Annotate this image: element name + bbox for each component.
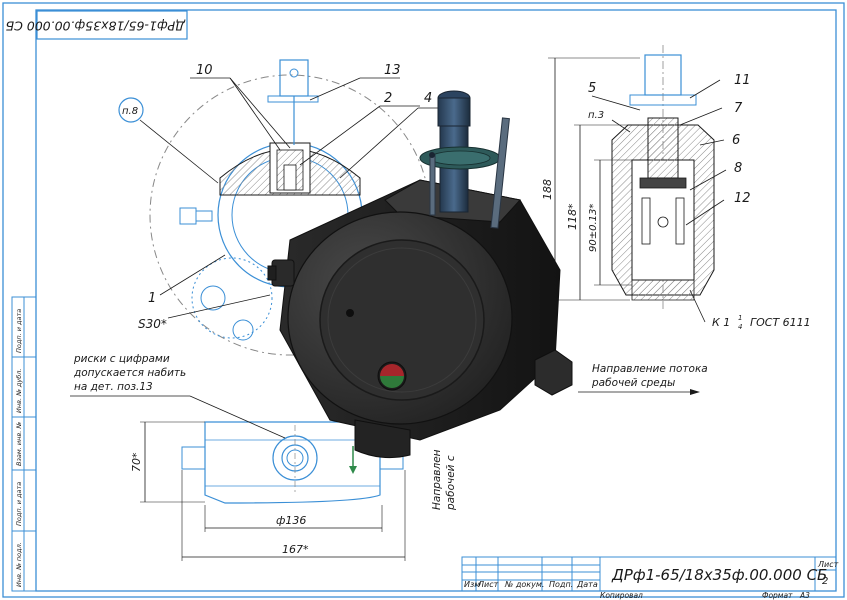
marking-note: риски с цифрами допускается набить на де…: [73, 353, 186, 393]
thread-label: К 1 1 4 ГОСТ 6111: [712, 314, 811, 331]
mirrored-stamp: ДРф1-65/18х35ф.00.000 СБ: [6, 10, 188, 40]
left-callout-leaders: [190, 77, 440, 179]
callout-4: 4: [424, 91, 432, 106]
flow-label-line1: Направление потока: [592, 363, 708, 375]
bottom-plan-view: [70, 395, 406, 561]
dim-188: 188: [541, 179, 554, 200]
tb-col-date: Дата: [576, 580, 598, 589]
tb-col-sign: Подп.: [549, 580, 573, 589]
cover-plate: [319, 239, 485, 401]
thread-frac-num: 1: [738, 314, 742, 322]
dim-s30: S30*: [138, 317, 167, 331]
thread-standard: ГОСТ 6111: [750, 316, 811, 329]
side-strip-label-2: Подп. и дата: [15, 482, 23, 526]
callout-12: 12: [734, 191, 751, 206]
right-nut: [534, 349, 573, 396]
callout-7: 7: [734, 101, 743, 116]
flow-direction-right: [578, 389, 700, 395]
tb-copied: Копировал: [600, 591, 643, 600]
view-label-p8: п.8: [122, 106, 138, 117]
dim-118: 118*: [566, 203, 579, 230]
dim-136: ф136: [276, 514, 306, 527]
dim-70: 70*: [130, 452, 143, 472]
handle-assembly: [419, 90, 510, 229]
callout-5: 5: [588, 81, 596, 96]
tb-col-doc: № докум.: [504, 580, 544, 589]
view-label-p3: п.3: [588, 110, 604, 121]
tb-format-label: Формат: [762, 591, 793, 600]
callout-11: 11: [734, 73, 751, 88]
regulator-3d-render: [267, 90, 573, 474]
tb-format-value: А3: [799, 591, 810, 600]
tb-sheet-label: Лист: [817, 560, 839, 569]
side-strip-label-3: Взам. инв. №: [15, 422, 23, 466]
flow-label-line2: рабочей среды: [591, 377, 675, 389]
bottom-spout: [354, 419, 411, 459]
tb-designation: ДРф1-65/18х35ф.00.000 СБ: [611, 566, 827, 584]
side-strip-label-1: Инв. № подл.: [15, 542, 23, 587]
dim-90: 90±0.13*: [588, 204, 599, 252]
tb-col-izm: Изм: [464, 580, 480, 589]
thread-k: К 1: [712, 316, 730, 329]
flow-label-rotated-2: рабочей с: [445, 455, 457, 511]
mirrored-stamp-text: ДРф1-65/18х35ф.00.000 СБ: [6, 19, 186, 34]
tb-sheet-number: 2: [822, 576, 828, 587]
tb-col-list: Лист: [477, 580, 499, 589]
title-block: [461, 556, 837, 592]
marking-note-line2: допускается набить: [73, 367, 186, 379]
marking-note-line1: риски с цифрами: [73, 353, 170, 365]
callout-10: 10: [196, 63, 213, 78]
dim-167: 167*: [282, 543, 309, 556]
callout-1: 1: [148, 291, 156, 306]
marking-note-line3: на дет. поз.13: [74, 381, 153, 393]
callout-2: 2: [384, 91, 392, 106]
side-strip-label-5: Подп. и дата: [15, 309, 23, 353]
callout-8: 8: [734, 161, 742, 176]
flow-label-rotated-1: Направлен: [431, 449, 443, 510]
callout-13: 13: [384, 63, 401, 78]
callout-6: 6: [732, 133, 740, 148]
right-section-view: [548, 45, 727, 323]
thread-frac-den: 4: [738, 323, 742, 331]
side-strip: [11, 296, 37, 592]
side-strip-label-4: Инв. № дубл.: [15, 369, 23, 413]
